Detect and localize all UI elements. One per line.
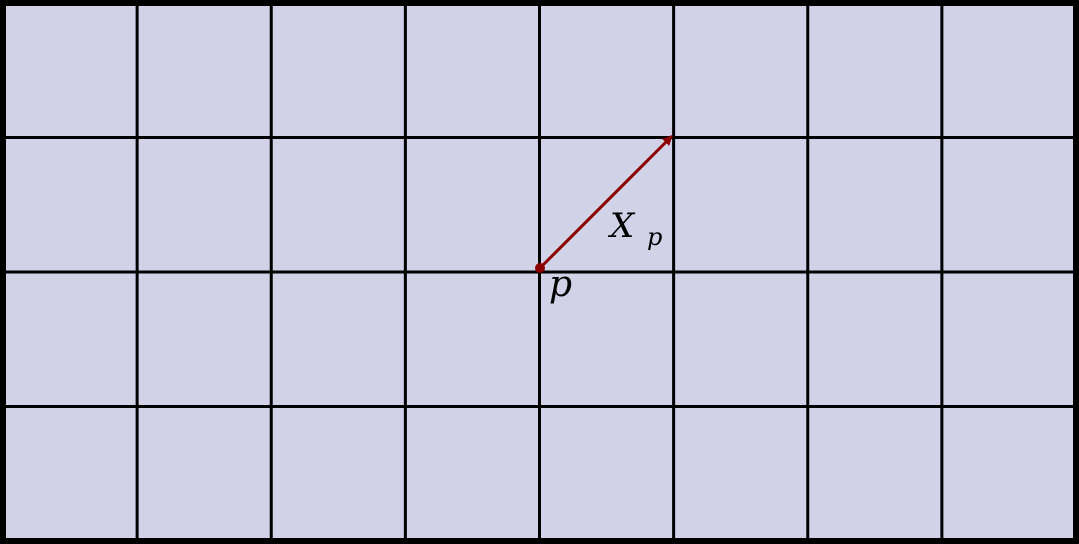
grid-lines bbox=[3, 3, 1076, 541]
vector-label-main: X bbox=[607, 206, 636, 246]
tangent-vector-arrow bbox=[538, 134, 674, 270]
vector-label: X p bbox=[607, 206, 662, 251]
base-point bbox=[535, 263, 545, 273]
vector-label-subscript: p bbox=[647, 223, 662, 251]
point-label: p bbox=[549, 264, 572, 305]
